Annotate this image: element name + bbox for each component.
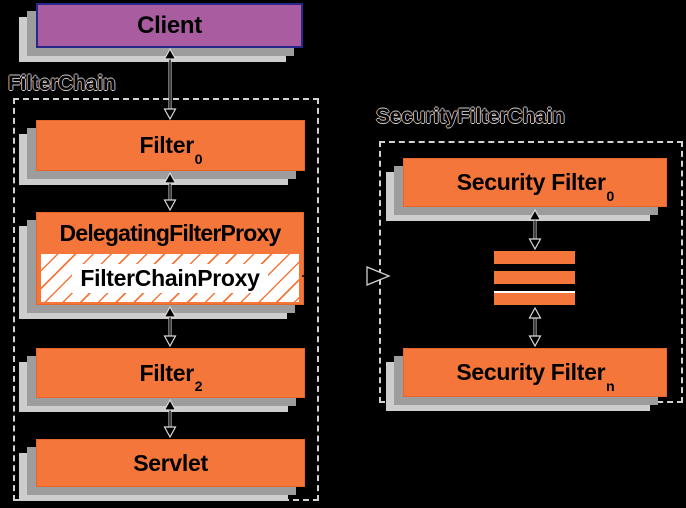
filter0-label-text: Filter — [139, 132, 194, 158]
delegating-filter-proxy-face: DelegatingFilterProxy FilterChainProxy — [36, 212, 304, 305]
filter0-face: Filter0 — [36, 120, 305, 171]
security-filter0-box: Security Filter0 — [386, 158, 667, 221]
filter0-subscript: 0 — [194, 151, 203, 168]
filter-chain-proxy-label: FilterChainProxy — [72, 263, 268, 293]
ellipsis-bar-1 — [494, 251, 575, 264]
security-filtern-subscript: n — [605, 378, 615, 395]
client-face: Client — [36, 3, 303, 48]
client-label: Client — [137, 11, 202, 39]
security-filter0-label: Security Filter0 — [456, 169, 615, 204]
servlet-label: Servlet — [133, 449, 208, 476]
delegating-filter-proxy-title: DelegatingFilterProxy — [37, 213, 303, 254]
security-filter0-face: Security Filter0 — [403, 158, 667, 207]
servlet-face: Servlet — [36, 439, 305, 487]
security-filter0-label-text: Security Filter — [456, 169, 606, 195]
client-box: Client — [19, 3, 303, 62]
filter2-label: Filter2 — [139, 359, 202, 395]
ellipsis-bar-2 — [494, 271, 575, 284]
filter0-box: Filter0 — [19, 120, 305, 185]
security-filtern-label-text: Security Filter — [456, 359, 606, 385]
filter-chain-label: FilterChain — [8, 72, 116, 95]
delegating-filter-proxy-box: DelegatingFilterProxy FilterChainProxy — [19, 212, 304, 319]
security-filtern-face: Security Filtern — [403, 348, 667, 397]
filter0-label: Filter0 — [139, 132, 202, 167]
security-filter0-subscript: 0 — [606, 188, 614, 205]
filter-chain-proxy-box: FilterChainProxy — [41, 254, 299, 302]
filter2-box: Filter2 — [19, 348, 305, 412]
ellipsis-bar-3 — [494, 291, 575, 305]
filter2-label-text: Filter — [139, 359, 194, 386]
delegating-filter-proxy-label: DelegatingFilterProxy — [59, 220, 282, 246]
security-filter-chain-label: SecurityFilterChain — [376, 105, 565, 128]
filter2-subscript: 2 — [194, 379, 203, 396]
filter2-face: Filter2 — [36, 348, 305, 398]
security-filtern-box: Security Filtern — [386, 348, 667, 411]
security-filtern-label: Security Filtern — [456, 359, 614, 394]
servlet-box: Servlet — [19, 439, 305, 501]
